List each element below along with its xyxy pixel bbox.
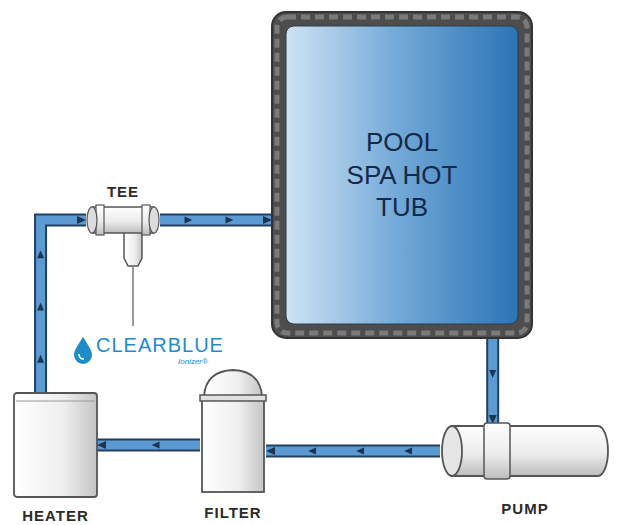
pipe-connector (37, 220, 86, 393)
filter-tank-outline (200, 368, 266, 492)
pool-tank: POOL SPA HOT TUB (272, 12, 532, 338)
flow-arrow (37, 303, 44, 311)
pipe-connector (160, 217, 272, 224)
pump-end (442, 426, 462, 476)
pipe-water (97, 441, 200, 450)
filter-clamp (200, 395, 266, 401)
flow-arrow (356, 448, 364, 455)
filter-dome (204, 370, 262, 396)
heater-unit-outline (14, 393, 97, 497)
flow-arrow (489, 370, 496, 378)
heater-body (14, 393, 97, 497)
pipe-wall (41, 220, 86, 393)
heater-lid (16, 401, 95, 402)
pipe-connector (489, 338, 496, 424)
flow-arrow (308, 448, 316, 455)
pipe-wall (97, 439, 200, 452)
drop-logo (74, 337, 92, 364)
part-label: TEE (107, 183, 139, 200)
flow-arrow (37, 355, 44, 363)
pipe-connector (266, 448, 440, 455)
flow-arrow (152, 442, 160, 449)
pump-unit: PUMP (440, 424, 610, 478)
pump-unit-outline (440, 424, 610, 478)
part-label: PUMP (501, 500, 548, 517)
pipe-wall (486, 338, 499, 424)
pipe-water (41, 220, 86, 393)
flow-arrow (37, 250, 44, 258)
pipe-water (488, 338, 497, 424)
pump-motor (452, 426, 608, 476)
flow-arrow (226, 217, 234, 224)
pipe-connector (97, 442, 200, 449)
tee-fitting: TEE (86, 206, 160, 234)
pool-water (286, 26, 518, 324)
tee-stem (124, 232, 142, 266)
brand-subtitle: Ionizer® (178, 357, 208, 366)
pipe-wall (266, 445, 440, 458)
pipe-water (160, 216, 272, 225)
pool-rim (272, 12, 532, 338)
flow-arrow (404, 448, 412, 455)
heater-unit: HEATER (14, 393, 97, 497)
flow-arrow (185, 217, 193, 224)
tee-fitting-outline (86, 206, 160, 234)
tee-end (149, 207, 159, 233)
pipe-water (266, 447, 440, 456)
brand-name: CLEARBLUE (96, 334, 224, 357)
filter-tank: FILTER (200, 368, 266, 492)
drop-highlight (79, 354, 84, 359)
pool-rim-texture (277, 17, 527, 333)
pipe-wall (160, 214, 272, 227)
tee-end (87, 207, 97, 233)
tank-label: POOL SPA HOT TUB (340, 126, 464, 224)
part-label: HEATER (22, 507, 89, 524)
filter-body (202, 400, 264, 492)
part-label: FILTER (204, 504, 261, 521)
ionizer-wire (132, 266, 134, 326)
pump-band (484, 423, 510, 479)
